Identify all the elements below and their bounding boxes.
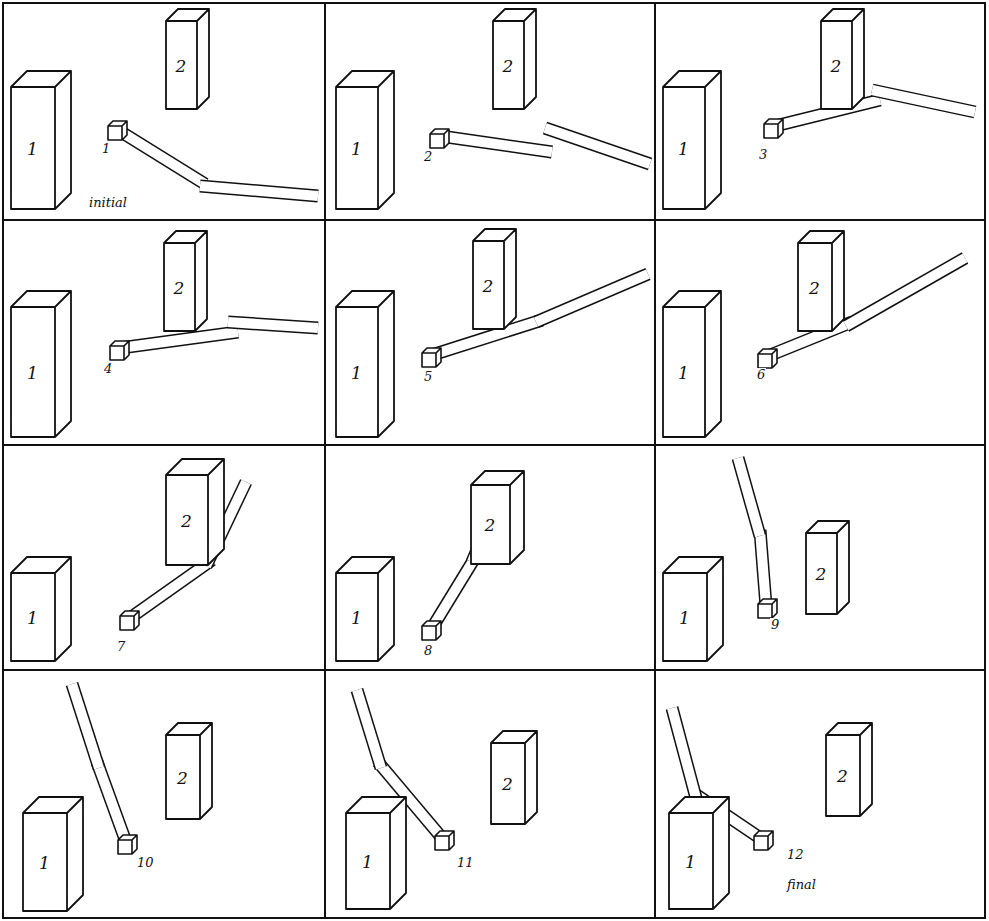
obstacle-box: 2: [165, 722, 213, 820]
box-outline: [668, 796, 730, 910]
frame-number: 8: [423, 644, 433, 658]
box-outline: [335, 290, 395, 438]
box-outline: [10, 556, 72, 662]
obstacle-number: 2: [165, 735, 200, 820]
frame-number: 7: [116, 640, 126, 654]
obstacle-box: 1: [10, 290, 72, 438]
obstacle-number: 1: [10, 573, 55, 662]
obstacle-box: 1: [335, 556, 395, 662]
obstacle-box: 1: [10, 70, 72, 210]
obstacle-number: 2: [825, 735, 860, 817]
obstacle-number: 2: [805, 533, 837, 615]
box-outline: [165, 458, 225, 566]
box-outline: [345, 796, 407, 910]
obstacle-number: 1: [662, 87, 705, 210]
obstacle-box: 2: [490, 730, 538, 825]
obstacle-box: 2: [492, 8, 537, 110]
obstacle-box: 1: [662, 70, 722, 210]
frame-number: 3: [758, 148, 768, 162]
arm-links: [72, 90, 975, 842]
obstacle-number: 1: [662, 307, 705, 438]
box-outline: [22, 796, 84, 912]
obstacle-number: 2: [165, 475, 208, 566]
frame-number: 10: [136, 856, 155, 870]
box-outline: [335, 70, 395, 210]
obstacle-box: 1: [662, 556, 724, 662]
obstacle-number: 1: [10, 307, 55, 438]
obstacle-box: 2: [825, 722, 873, 817]
box-outline: [165, 8, 210, 110]
obstacle-box: 1: [668, 796, 730, 910]
obstacle-number: 1: [335, 307, 378, 438]
frame-number: 12: [786, 848, 805, 862]
obstacle-number: 1: [335, 87, 378, 210]
obstacle-number: 2: [797, 243, 832, 332]
obstacle-number: 1: [668, 813, 713, 910]
obstacle-box: 2: [163, 230, 208, 332]
obstacle-number: 2: [492, 21, 524, 110]
arm-base: [108, 119, 783, 854]
obstacle-box: 2: [165, 8, 210, 110]
box-outline: [797, 230, 845, 332]
box-outline: [472, 228, 517, 330]
box-outline: [10, 70, 72, 210]
box-outline: [662, 70, 722, 210]
box-outline: [662, 556, 724, 662]
obstacle-number: 2: [470, 485, 510, 565]
obstacle-box: 1: [345, 796, 407, 910]
obstacle-number: 1: [10, 87, 55, 210]
obstacle-box: 1: [662, 290, 722, 438]
box-outline: [825, 722, 873, 817]
box-outline: [662, 290, 722, 438]
box-outline: [165, 722, 213, 820]
obstacle-box: 2: [472, 228, 517, 330]
box-outline: [492, 8, 537, 110]
obstacle-box: 2: [805, 520, 850, 615]
obstacle-box: 1: [10, 556, 72, 662]
obstacle-box: 1: [22, 796, 84, 912]
panel-grid: [3, 3, 985, 918]
box-outline: [820, 8, 865, 110]
obstacle-box: 1: [335, 290, 395, 438]
frame-number: 9: [770, 618, 780, 632]
box-outline: [10, 290, 72, 438]
frame-number: 11: [456, 856, 475, 870]
frame-number: 1: [101, 142, 111, 156]
obstacle-number: 1: [335, 573, 378, 662]
obstacle-number: 1: [662, 573, 707, 662]
box-outline: [490, 730, 538, 825]
box-outline: [470, 470, 525, 565]
obstacle-number: 2: [165, 21, 197, 110]
frame-number: 2: [423, 150, 433, 164]
obstacle-box: 2: [165, 458, 225, 566]
frame-number: 5: [423, 370, 433, 384]
box-outline: [335, 556, 395, 662]
obstacle-box: 1: [335, 70, 395, 210]
frame-caption: final: [786, 878, 817, 892]
obstacle-box: 2: [820, 8, 865, 110]
obstacle-box: 2: [797, 230, 845, 332]
frame-caption: initial: [88, 196, 128, 210]
obstacle-number: 2: [472, 241, 504, 330]
obstacle-number: 2: [820, 21, 852, 110]
frame-number: 6: [756, 368, 766, 382]
obstacle-number: 2: [163, 243, 195, 332]
frame-number: 4: [103, 362, 113, 376]
obstacle-number: 1: [345, 813, 390, 910]
box-outline: [805, 520, 850, 615]
obstacle-number: 1: [22, 813, 67, 912]
obstacle-number: 2: [490, 743, 525, 825]
box-outline: [163, 230, 208, 332]
obstacle-box: 2: [470, 470, 525, 565]
